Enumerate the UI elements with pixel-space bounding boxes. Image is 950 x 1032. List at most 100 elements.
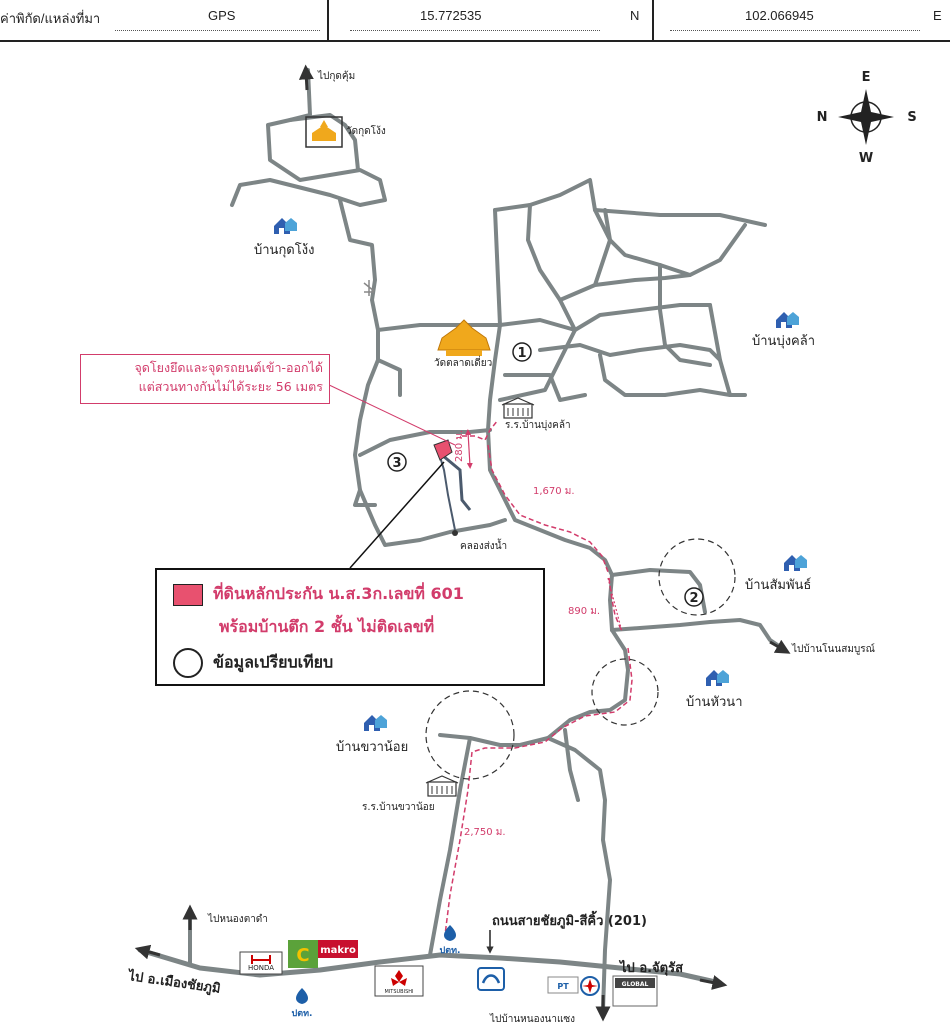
plot-swatch-icon	[173, 583, 203, 606]
station-logo	[477, 967, 505, 991]
label-school-bung-khla: ร.ร.บ้านบุ่งคล้า	[505, 419, 571, 431]
school-icon	[425, 775, 459, 797]
distance-890: 890 ม.	[568, 606, 600, 617]
mitsubishi-logo: MITSUBISHI	[374, 965, 424, 997]
legend-row-plot: ที่ดินหลักประกัน น.ส.3ก.เลขที่ 601	[173, 582, 464, 607]
lat-cell: 15.772535	[420, 0, 540, 40]
label-road-name: ถนนสายชัยภูมิ-สีคิ้ว (201)	[492, 910, 647, 929]
header-bottom-rule	[0, 40, 950, 42]
compass-left: N	[817, 110, 828, 125]
svg-text:C: C	[296, 945, 309, 966]
lon-cell: 102.066945	[745, 0, 865, 40]
access-note-line-2: แต่สวนทางกันไม่ได้ระยะ 56 เมตร	[138, 379, 323, 394]
collateral-plot	[433, 439, 453, 461]
legend-plot-label: ที่ดินหลักประกัน น.ส.3ก.เลขที่ 601	[213, 584, 464, 603]
label-ban-somphan: บ้านสัมพันธ์	[745, 577, 811, 593]
source-cell: GPS	[200, 0, 260, 40]
header-label-cell: ค่าพิกัด/แหล่งที่มา	[0, 0, 120, 40]
label-ban-bung-khla: บ้านบุ่งคล้า	[752, 334, 815, 349]
latitude-value: 15.772535	[420, 8, 482, 23]
svg-text:PT: PT	[557, 982, 569, 991]
label-wat-kud-chong: วัดกุดโง้ง	[346, 124, 386, 137]
lon-underline	[670, 30, 920, 31]
label-wat-talat-diao: วัดตลาดเดี่ยว	[434, 355, 492, 369]
coordinate-header: ค่าพิกัด/แหล่งที่มา GPS 15.772535 N 102.…	[0, 0, 950, 42]
marker-1: 1	[512, 342, 532, 362]
compass-top: E	[862, 70, 871, 85]
svg-text:2: 2	[689, 591, 698, 606]
label-ban-hua-na: บ้านหัวนา	[686, 695, 743, 710]
access-note: จุดโยงยึดและจุดรถยนต์เข้า-ออกได้ แต่สวนท…	[80, 354, 330, 404]
svg-text:ปตท.: ปตท.	[440, 945, 461, 956]
source-value: GPS	[208, 8, 236, 23]
road-end-arrows	[134, 64, 791, 1022]
svg-text:GLOBAL: GLOBAL	[622, 981, 649, 988]
source-underline	[115, 30, 320, 31]
village-house-icon	[776, 312, 799, 328]
legend-row-house: พร้อมบ้านตึก 2 ชั้น ไม่ติดเลขที่	[219, 615, 434, 640]
svg-text:ปตท.: ปตท.	[292, 1008, 313, 1019]
svg-text:1: 1	[517, 346, 526, 361]
access-lane	[441, 453, 472, 511]
longitude-direction: E	[933, 8, 942, 23]
distance-280-arrow	[465, 429, 473, 469]
lat-dir-cell: N	[630, 0, 650, 40]
legend-leader	[349, 461, 445, 569]
global-house-logo: GLOBAL	[612, 975, 658, 1007]
airplane-icon	[363, 280, 375, 296]
latitude-direction: N	[630, 8, 640, 23]
village-house-icon	[274, 218, 297, 234]
legend-row-comparison: ข้อมูลเปรียบเทียบ	[173, 648, 333, 678]
label-to-kud-khum: ไปกุดคุ้ม	[317, 70, 355, 82]
label-ban-kud-chong: บ้านกุดโง้ง	[254, 242, 314, 258]
distance-280: 280 ม.	[454, 430, 465, 462]
legend-comparison-label: ข้อมูลเปรียบเทียบ	[213, 652, 334, 672]
ptt-logo: ปตท.	[292, 988, 313, 1019]
distance-1670: 1,670 ม.	[533, 486, 575, 497]
legend-house-label: พร้อมบ้านตึก 2 ชั้น ไม่ติดเลขที่	[219, 617, 435, 636]
label-to-non-somboon: ไปบ้านโนนสมบูรณ์	[791, 642, 875, 655]
lon-dir-cell: E	[933, 0, 948, 40]
compass-right: S	[907, 110, 916, 125]
caltex-logo	[580, 976, 600, 996]
honda-logo: HONDA	[239, 951, 283, 975]
note-leader	[324, 382, 456, 446]
marker-2: 2	[684, 587, 704, 607]
school-icon	[501, 397, 535, 419]
comparison-circles	[425, 538, 736, 780]
label-to-chatturat: ไป อ.จัตุรัส	[618, 959, 683, 976]
lat-underline	[350, 30, 600, 31]
svg-text:3: 3	[392, 456, 401, 471]
svg-text:HONDA: HONDA	[248, 964, 274, 972]
compass-bottom: W	[859, 151, 873, 166]
label-to-nong-ta-kham: ไปหนองตาดำ	[207, 913, 268, 925]
temple-icon	[437, 319, 491, 356]
distance-2750: 2,750 ม.	[464, 827, 506, 838]
header-divider	[652, 0, 654, 42]
label-school-khwa-noi: ร.ร.บ้านขวาน้อย	[362, 801, 435, 813]
distance-890-arrow	[607, 577, 623, 633]
village-house-icon	[784, 555, 807, 571]
label-ban-khwa-noi: บ้านขวาน้อย	[336, 740, 408, 755]
comparison-circle-icon	[173, 648, 203, 678]
temple-icon	[305, 116, 343, 148]
marker-3: 3	[387, 452, 407, 472]
label-khlong-song-nam: คลองส่งน้ำ	[460, 538, 507, 552]
ptt-logo: ปตท.	[440, 925, 461, 956]
compass-rose: E N S W	[817, 70, 917, 166]
makro-logo: C makro	[288, 940, 358, 968]
label-to-nong-na-saeng: ไปบ้านหนองนาแซง	[489, 1013, 575, 1025]
svg-text:MITSUBISHI: MITSUBISHI	[385, 989, 414, 995]
svg-text:makro: makro	[320, 945, 356, 956]
pt-logo: PT	[547, 976, 579, 994]
access-note-line-1: จุดโยงยึดและจุดรถยนต์เข้า-ออกได้	[134, 360, 323, 375]
village-house-icon	[364, 715, 387, 731]
coordinate-source-label: ค่าพิกัด/แหล่งที่มา	[0, 11, 101, 26]
map-legend: ที่ดินหลักประกัน น.ส.3ก.เลขที่ 601 พร้อม…	[155, 568, 545, 686]
canal-point	[452, 530, 458, 536]
road-network	[137, 68, 784, 1012]
header-divider	[327, 0, 329, 42]
village-house-icon	[706, 670, 729, 686]
longitude-value: 102.066945	[745, 8, 814, 23]
